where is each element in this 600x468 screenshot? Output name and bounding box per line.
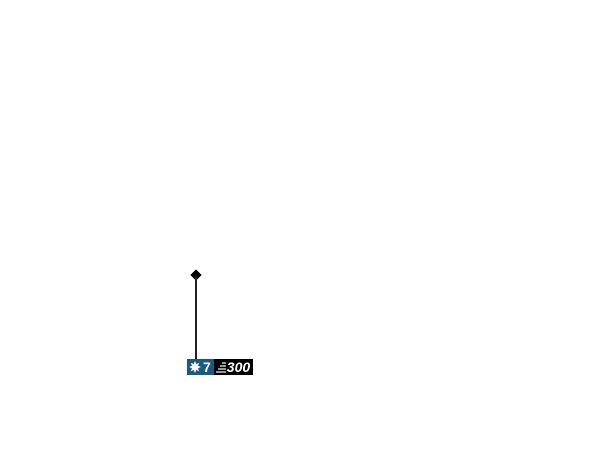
star-burst-icon xyxy=(189,361,201,373)
marker-stem xyxy=(195,276,197,360)
value-badge: 300 xyxy=(213,359,254,375)
count-value: 7 xyxy=(203,359,211,375)
marker-label[interactable]: 7 300 xyxy=(187,359,254,375)
speed-lines-icon xyxy=(215,362,226,373)
value-text: 300 xyxy=(226,359,251,375)
count-badge: 7 xyxy=(187,359,214,375)
